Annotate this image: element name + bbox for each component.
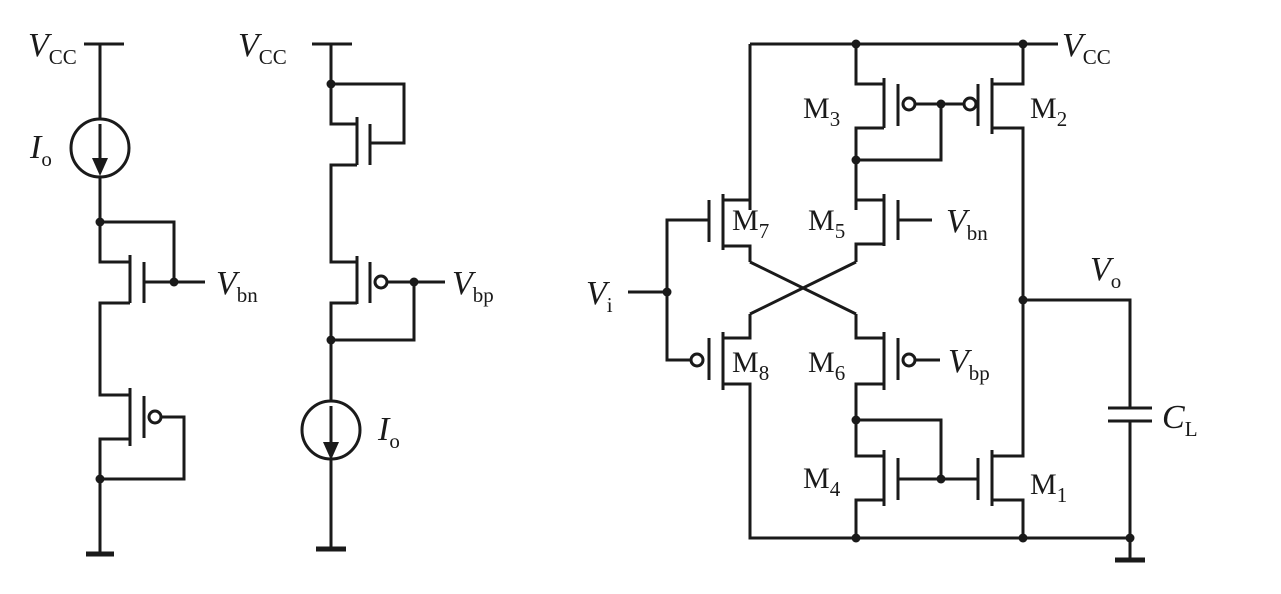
- m2-label: M2: [1030, 92, 1067, 131]
- m2-drain: [992, 126, 1025, 300]
- vbn-label-1: Vbn: [216, 265, 258, 307]
- vbn-label-3: Vbn: [946, 203, 988, 245]
- m8-source: [723, 382, 752, 390]
- m8-bubble: [689, 352, 705, 368]
- pmos-1-bubble: [147, 409, 163, 425]
- m4-source: [854, 498, 884, 538]
- m5-source: [854, 242, 884, 262]
- current-arrowhead-1: [92, 158, 108, 176]
- m7-gate-wire: [665, 218, 709, 290]
- wire-1-mid: [98, 177, 176, 282]
- m5-label: M5: [808, 204, 845, 243]
- vi-label: Vi: [586, 275, 613, 317]
- m4-diode: [856, 418, 943, 479]
- m3-label: M3: [803, 92, 840, 131]
- nmos-1-drain: [98, 222, 130, 264]
- junction-vi: [662, 287, 672, 297]
- cl-label: CL: [1162, 399, 1198, 441]
- vcc-label-1: VCC: [28, 27, 77, 69]
- pmos-1-source: [98, 437, 130, 554]
- m6-label: M6: [808, 346, 845, 385]
- nmos-1-source: [98, 301, 130, 397]
- m3-bubble: [901, 96, 917, 112]
- m7-label: M7: [732, 204, 769, 243]
- m8-label: M8: [732, 346, 769, 385]
- m4-label: M4: [803, 462, 841, 501]
- left-rail-low: [748, 390, 1130, 540]
- vbp-label-2: Vbp: [452, 265, 494, 307]
- m7-source: [723, 244, 752, 262]
- bias-n-circuit: VCC Io Vbn: [28, 27, 258, 557]
- junction-1c: [95, 474, 105, 484]
- io-label-2: Io: [377, 411, 400, 453]
- pmos-2a-source: [329, 84, 357, 126]
- m3-drain: [854, 126, 884, 210]
- pmos-1-gatewire: [100, 415, 186, 481]
- pmos-2a-drain: [329, 163, 357, 264]
- m1-source: [992, 498, 1025, 538]
- vbp-label-3: Vbp: [948, 343, 990, 385]
- bias-p-circuit: VCC Vbp Io: [238, 27, 494, 552]
- m2-bubble: [962, 96, 978, 112]
- vo-label: Vo: [1090, 251, 1121, 293]
- io-label-1: Io: [29, 129, 52, 171]
- m6-bubble: [901, 352, 917, 368]
- wire-2-top: [329, 44, 406, 145]
- m3-diode: [856, 104, 943, 162]
- m8-drain: [723, 314, 752, 340]
- m3-source: [854, 44, 884, 86]
- pmos-2b-bubble: [373, 274, 389, 290]
- m1-drain: [992, 300, 1025, 458]
- vo-wire: [1023, 298, 1132, 408]
- pmos-2b-drain: [329, 282, 416, 342]
- vcc-label-2: VCC: [238, 27, 287, 69]
- current-arrowhead-2: [323, 442, 339, 460]
- m6-drain: [854, 314, 884, 340]
- m1-label: M1: [1030, 468, 1067, 507]
- junction-1b: [169, 277, 179, 287]
- m2-source: [992, 44, 1025, 86]
- amplifier-circuit: VCC Vi Vo CL Vbn Vbp M1 M2 M3 M4 M5 M6 M…: [586, 27, 1198, 563]
- vcc-label-3: VCC: [1062, 27, 1111, 69]
- junction-m4-gate: [936, 474, 946, 484]
- cross-wire-b: [749, 260, 857, 316]
- m8-gate-wire: [665, 290, 691, 362]
